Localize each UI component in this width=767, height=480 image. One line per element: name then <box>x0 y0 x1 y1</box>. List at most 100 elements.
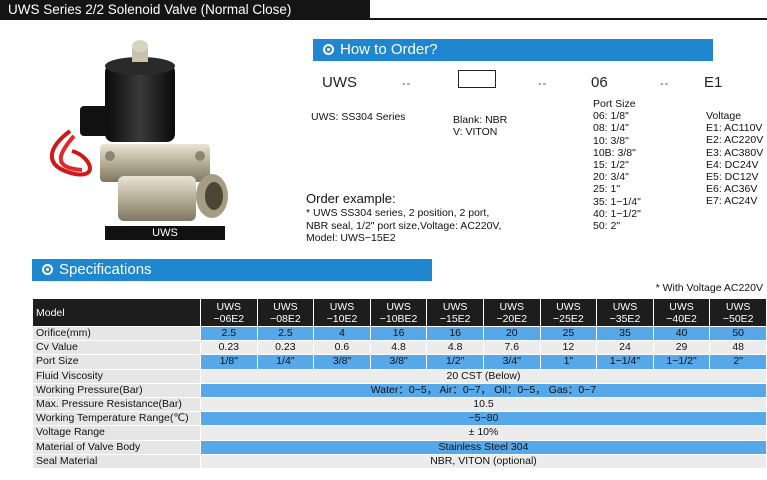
product-image: UWS <box>30 36 255 241</box>
page-title: UWS Series 2/2 Solenoid Valve (Normal Cl… <box>0 0 370 20</box>
row-label: Working Pressure(Bar) <box>32 382 201 398</box>
voltage-item: E6: AC36V <box>706 183 758 196</box>
order-example-line: Model: UWS−15E2 <box>306 232 396 244</box>
specifications-title: Specifications <box>59 261 152 278</box>
table-cell-span: ± 10% <box>200 425 767 441</box>
table-row: Voltage Range± 10% <box>32 425 767 441</box>
series-description: UWS: SS304 Series <box>311 111 406 123</box>
port-size-item: 25: 1" <box>593 183 621 196</box>
circle-bullet-icon <box>42 264 53 275</box>
table-cell: 48 <box>709 340 767 356</box>
table-cell: 7.6 <box>482 340 541 356</box>
table-cell: 40 <box>652 325 711 342</box>
voltage-item: E1: AC110V <box>706 122 763 135</box>
seal-option: V: VITON <box>453 126 498 139</box>
seal-option: Blank: NBR <box>453 114 508 126</box>
table-cell: 4.8 <box>426 340 484 356</box>
port-size-item: 40: 1−1/2" <box>593 207 641 220</box>
table-cell: 1/4" <box>256 354 315 370</box>
model-prefix: UWS <box>386 300 411 313</box>
model-header: UWS−06E2 <box>200 298 258 327</box>
model-prefix: UWS <box>725 300 751 313</box>
table-cell: 3/8" <box>369 354 428 370</box>
model-prefix: UWS <box>669 300 694 313</box>
table-row: Working Temperature Range(℃)−5−80 <box>32 411 767 427</box>
model-code: −10BE2 <box>379 312 418 325</box>
voltage-item: E5: DC12V <box>706 171 759 184</box>
table-cell: 25 <box>539 325 598 342</box>
port-size-item: 10B: 3/8" <box>593 146 636 159</box>
table-cell: 3/4" <box>482 354 541 370</box>
order-seal-box <box>458 70 496 88</box>
model-header: UWS−10E2 <box>313 298 371 327</box>
table-cell-span: 20 CST (Below) <box>200 368 767 384</box>
how-to-order-title: How to Order? <box>340 41 438 58</box>
port-size-title: Port Size <box>593 98 636 110</box>
order-dash-3: -- <box>660 78 670 90</box>
model-code: −35E2 <box>609 312 641 325</box>
model-header: UWS−25E2 <box>539 298 598 327</box>
table-cell-span: 10.5 <box>200 396 767 413</box>
model-code: −15E2 <box>439 312 471 325</box>
model-header: UWS−40E2 <box>652 298 711 327</box>
model-header: UWS−20E2 <box>482 298 541 327</box>
model-prefix: UWS <box>442 300 468 313</box>
port-size-item: 08: 1/4" <box>593 122 629 135</box>
voltage-note: * With Voltage AC220V <box>655 282 763 294</box>
model-header: UWS−08E2 <box>256 298 315 327</box>
voltage-item: E7: AC24V <box>706 195 758 208</box>
table-cell: 2.5 <box>256 325 315 342</box>
order-example-line: * UWS SS304 series, 2 position, 2 port, <box>306 207 490 219</box>
port-size-item: 20: 3/4" <box>593 171 629 184</box>
table-cell-span: Stainless Steel 304 <box>200 439 767 455</box>
row-label: Port Size <box>32 354 201 370</box>
table-cell: 1" <box>539 354 598 370</box>
table-cell: 35 <box>596 325 654 342</box>
order-example-line: NBR seal, 1/2" port size,Voltage: AC220V… <box>306 219 502 232</box>
port-size-item: 06: 1/8" <box>593 110 629 123</box>
table-cell: 1/8" <box>200 354 258 370</box>
order-code-port: 06 <box>591 74 608 91</box>
table-cell-span: NBR, VITON (optional) <box>200 453 767 469</box>
port-size-item: 50: 2" <box>593 220 621 233</box>
table-cell: 4 <box>313 325 371 342</box>
table-cell: 29 <box>652 340 711 356</box>
table-cell: 20 <box>482 325 541 342</box>
port-size-list: Port Size 06: 1/8" 08: 1/4" 10: 3/8" 10B… <box>593 98 641 232</box>
voltage-item: E2: AC220V <box>706 134 764 147</box>
port-size-item: 15: 1/2" <box>593 159 629 172</box>
voltage-item: E3: AC380V <box>706 146 764 159</box>
order-code-voltage: E1 <box>704 74 723 91</box>
table-row: Working Pressure(Bar)Water：0−5， Air：0−7，… <box>32 382 767 398</box>
order-dash-1: -- <box>402 78 412 90</box>
row-label: Fluid Viscosity <box>32 368 201 384</box>
model-label: Model <box>32 298 201 327</box>
table-cell: 0.23 <box>256 340 315 356</box>
table-cell: 50 <box>709 325 767 342</box>
table-cell: 3/8" <box>313 354 371 370</box>
row-label: Orifice(mm) <box>32 325 201 342</box>
table-cell: 24 <box>596 340 654 356</box>
specifications-header: Specifications <box>32 259 432 281</box>
model-header: UWS−50E2 <box>709 298 767 327</box>
table-cell: 16 <box>369 325 428 342</box>
voltage-title: Voltage <box>706 110 742 122</box>
model-code: −40E2 <box>666 312 697 325</box>
model-prefix: UWS <box>556 300 581 313</box>
voltage-item: E4: DC24V <box>706 158 759 171</box>
model-code: −08E2 <box>270 312 301 325</box>
model-code: −50E2 <box>722 312 754 325</box>
row-label: Voltage Range <box>32 425 201 441</box>
table-cell: 0.23 <box>200 340 258 356</box>
table-cell: 4.8 <box>369 340 428 356</box>
table-cell: 1−1/4" <box>596 354 654 370</box>
model-header: UWS−35E2 <box>596 298 654 327</box>
row-label: Max. Pressure Resistance(Bar) <box>32 396 201 413</box>
table-row: Max. Pressure Resistance(Bar)10.5 <box>32 396 767 413</box>
row-label: Working Temperature Range(℃) <box>32 411 201 427</box>
